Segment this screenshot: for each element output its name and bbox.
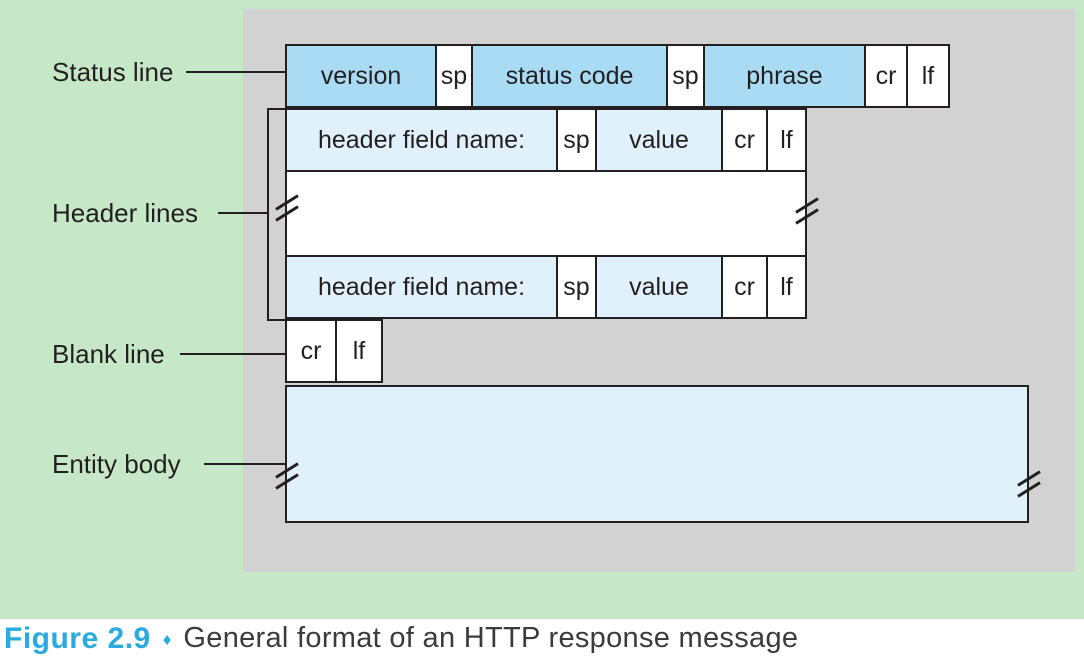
cr-cell: cr [285,319,337,383]
value-cell: value [595,108,723,172]
blank-line-label: Blank line [52,339,165,369]
header-lines-leader [218,212,267,214]
header-line-row-2: header field name: sp value cr lf [285,255,807,319]
cr-cell: cr [721,108,768,172]
value-cell: value [595,255,723,319]
lf-cell: lf [766,108,807,172]
status-line-leader [186,71,285,73]
break-mark [1016,470,1042,498]
header-lines-gap [285,170,807,257]
break-mark [274,462,300,490]
status-line-label: Status line [52,57,174,87]
blank-line-row: cr lf [285,319,383,383]
figure-caption-text: General format of an HTTP response messa… [183,622,799,654]
lf-cell: lf [766,255,807,319]
lf-cell: lf [335,319,383,383]
header-lines-label: Header lines [52,198,198,228]
sp-cell: sp [435,44,473,108]
status-code-cell: status code [471,44,668,108]
phrase-cell: phrase [703,44,866,108]
header-field-name-cell: header field name: [285,108,558,172]
header-lines-bracket [267,108,285,321]
header-line-row-1: header field name: sp value cr lf [285,108,807,172]
entity-body-leader [204,463,285,465]
break-mark [794,197,820,225]
blank-line-leader [180,353,285,355]
figure-number: Figure 2.9 [4,621,151,655]
status-line-row: version sp status code sp phrase cr lf [285,44,950,108]
entity-body-label: Entity body [52,449,181,479]
version-cell: version [285,44,437,108]
sp-cell: sp [556,108,597,172]
lf-cell: lf [906,44,950,108]
figure-caption: Figure 2.9 ♦ General format of an HTTP r… [0,619,1084,658]
cr-cell: cr [721,255,768,319]
cr-cell: cr [864,44,908,108]
sp-cell: sp [666,44,705,108]
entity-body-box [285,385,1029,523]
header-field-name-cell: header field name: [285,255,558,319]
diamond-icon: ♦ [162,629,172,649]
sp-cell: sp [556,255,597,319]
